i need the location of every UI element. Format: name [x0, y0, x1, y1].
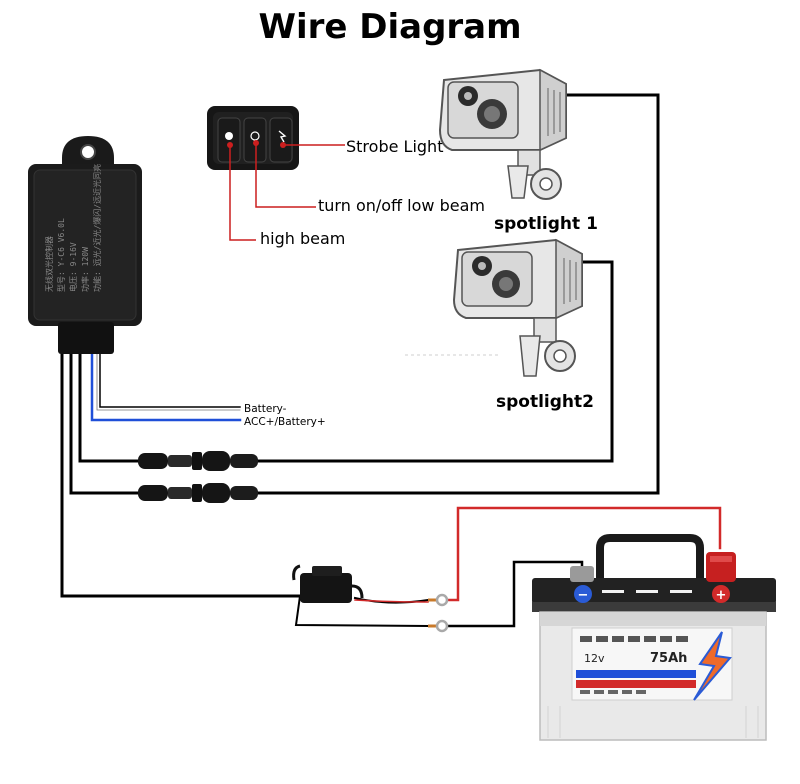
spotlight1-wire	[256, 93, 660, 495]
high-beam-button-icon	[225, 132, 233, 140]
battery-minus-symbol: −	[578, 588, 589, 603]
battery-plus-symbol: +	[716, 588, 727, 603]
fuse-to-plus-wire	[353, 596, 430, 604]
acc-lead	[90, 350, 242, 422]
strobe-button-icon	[278, 130, 287, 143]
ground-wire	[294, 594, 430, 628]
battery-capacity: 75Ah	[650, 651, 687, 666]
battery-minus-line	[446, 560, 584, 628]
battery-minus-label: Battery-	[244, 403, 287, 415]
controller-box: 无线双光控制器 型号: Y-C6 V6.0L 电压: 9-16V 功率: 120…	[28, 136, 142, 354]
battery-minus-lead	[99, 351, 241, 408]
car-battery-icon: − + 12v 75Ah	[532, 534, 776, 741]
spotlight-2	[405, 238, 583, 377]
controller-label-line: 功率: 120W	[80, 247, 90, 292]
connector-spotlight-2	[138, 451, 258, 471]
battery-voltage: 12v	[584, 652, 605, 665]
remote[interactable]	[207, 106, 299, 170]
controller-label-line: 型号: Y-C6 V6.0L	[57, 218, 66, 292]
wiring	[60, 93, 722, 628]
spotlight-1-label: spotlight 1	[494, 214, 598, 234]
low-beam-button-icon	[250, 131, 260, 141]
controller-label-line: 电压: 9-16V	[68, 242, 78, 292]
high-beam-label: high beam	[260, 229, 345, 248]
mounting-hole	[80, 144, 96, 160]
lightning-bolt-icon	[693, 631, 732, 701]
controller-label-line: 功能: 远光/近光/爆闪/远近光同亮	[92, 164, 102, 292]
battery-plus-line	[446, 506, 722, 602]
strobe-light-label: Strobe Light	[346, 137, 443, 156]
diagram-title: Wire Diagram	[258, 7, 521, 47]
connector-spotlight-1	[138, 483, 258, 503]
spotlight2-wire	[256, 260, 614, 463]
acc-battery-plus-label: ACC+/Battery+	[244, 416, 326, 428]
spotlight-2-label: spotlight2	[496, 392, 594, 412]
controller-to-connector1-wire	[78, 350, 142, 463]
controller-to-fuse-wire	[60, 350, 302, 598]
ring-terminal-icon	[428, 593, 449, 633]
fuse-holder-icon	[292, 564, 364, 603]
controller-label-line: 无线双光控制器	[44, 236, 54, 292]
remote-annotations	[229, 143, 345, 241]
low-beam-label: turn on/off low beam	[318, 196, 485, 215]
spotlight-1	[438, 68, 567, 200]
controller-to-connector2-wire	[69, 350, 142, 495]
